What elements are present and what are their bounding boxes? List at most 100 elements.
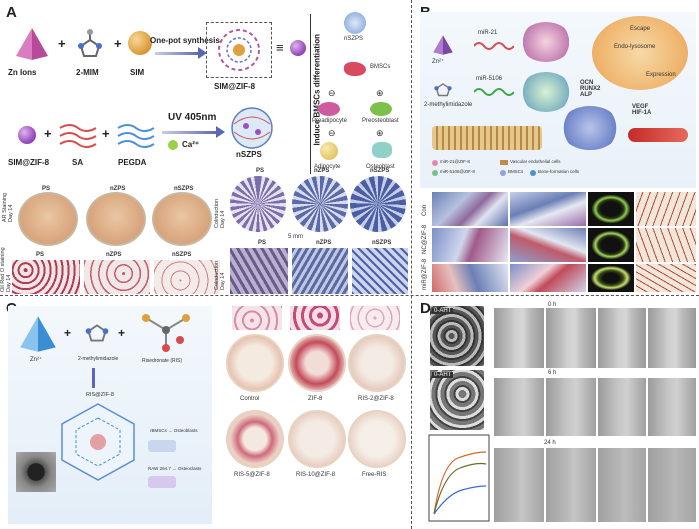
d-time-24h: 24 h — [544, 440, 556, 446]
b-mir21-label: miR-21 — [478, 30, 498, 36]
col2-image-nzps — [292, 248, 348, 294]
b-vessel-2 — [636, 228, 696, 262]
b-legend-dot-1 — [432, 160, 438, 166]
col-label-nszps: nSZPS — [370, 168, 390, 174]
d-wound-6h-3 — [598, 378, 646, 436]
mir5106-zif8-cluster — [520, 72, 572, 112]
ar-dish-nzps — [86, 192, 146, 246]
b-fluor-1 — [588, 192, 634, 226]
reagent-sa-label: SA — [72, 158, 84, 167]
c-bmsc-label: rBMSCs → Osteoblasts — [150, 428, 198, 433]
cell-uptake-blob — [592, 16, 688, 90]
d-wound-6h-4 — [648, 378, 696, 436]
d-wound-24h-1 — [494, 448, 544, 522]
d-sem-image-1 — [430, 306, 484, 366]
colnduction-label-2: Colnduction Day 14 — [214, 260, 226, 290]
bone-scaffold — [432, 126, 542, 150]
b-endo-label: Endo-lysosome — [614, 44, 656, 50]
b-legend-3: miR-5106@ZIF-8 — [440, 169, 475, 174]
oil-red-o-label: Oil Red O staining Day 14 — [0, 247, 12, 292]
c-tem-image — [16, 452, 56, 492]
col-label-nzps: nZPS — [314, 168, 330, 174]
zif8-purple-sphere-icon — [290, 40, 306, 56]
b-legend-2: Vascular endothelial cells — [510, 159, 561, 164]
b-legend-5: Bone-formation cells — [538, 169, 580, 174]
colnduction-label-1: Colnduction Day 14 — [214, 198, 226, 228]
c-mim-label: 2-methylimidazole — [78, 356, 119, 362]
b-vessel-1 — [636, 192, 696, 226]
c-well-zif8 — [288, 334, 346, 392]
c-raw-label: RAW 264.7 → Osteoclasts — [148, 466, 202, 471]
nszps-top-sphere-icon — [344, 12, 366, 34]
b-vegf-label: VEGF HIF-1A — [632, 104, 652, 116]
reagent-2mim-label: 2-MIM — [76, 68, 99, 77]
sim-zif8-sphere-icon — [18, 126, 36, 144]
c-label-ris5: RIS-5@ZIF-8 — [234, 472, 270, 478]
c-micro-control — [232, 306, 282, 330]
vascular-tube — [628, 128, 688, 142]
b-legend-dot-2 — [500, 160, 508, 165]
oil-label-ps: PS — [36, 252, 45, 258]
b-row-con: Con — [422, 204, 428, 216]
c-ris-label: Risedronate (RIS) — [142, 358, 183, 364]
b-mir5106-label: miR-5106 — [476, 76, 503, 82]
c-well-free-ris — [348, 410, 406, 468]
diff-node-adipocyte: Adipocyte — [314, 164, 341, 170]
b-histo-2-2 — [510, 228, 586, 262]
d-time-6h: 6 h — [548, 370, 557, 376]
mir21-strand-icon — [474, 42, 514, 50]
c-label-control: Control — [240, 396, 260, 402]
b-row-mir: miR@ZIF-8 — [422, 258, 428, 290]
c-risedronate-molecule-icon — [142, 314, 190, 352]
c-zif8-network-icon — [61, 403, 135, 481]
col-label-ps: PS — [256, 168, 265, 174]
c-well-ris10 — [288, 410, 346, 468]
d-wound-0h-1 — [494, 308, 544, 368]
reagent-sim-zif8-label: SIM@ZIF-8 — [8, 158, 50, 167]
b-histo-2-1 — [432, 228, 508, 262]
reagent-zn-label: Zn Ions — [8, 68, 37, 77]
one-pot-synthesis-label: One-pot synthesis — [150, 36, 220, 45]
d-sem-image-2 — [430, 370, 484, 430]
b-histo-1-2 — [510, 192, 586, 226]
b-fluor-2 — [588, 228, 634, 262]
d-wound-6h-1 — [494, 378, 544, 436]
ar-staining-label: AR Staining Day 14 — [2, 192, 14, 222]
col-image-nszps — [350, 176, 406, 232]
d-sem-label-2: 0-AHT — [432, 372, 454, 378]
b-legend-dot-5 — [530, 170, 536, 176]
b-histo-3-2 — [510, 264, 586, 292]
ar-dish-nszps — [152, 192, 212, 246]
diff-node-preadipocyte: Preadipocyte — [312, 118, 348, 124]
b-mim-label: 2-methylimidazole — [424, 102, 473, 108]
mir5106-strand-icon — [474, 88, 514, 96]
b-legend-1: miR-21@ZIF-8 — [440, 159, 470, 164]
d-sem-label-1: 0-AHT — [432, 308, 454, 314]
col2-label-nszps: nSZPS — [372, 240, 392, 246]
zn-ion-pyramid-icon — [433, 35, 453, 55]
c-well-ris2 — [348, 334, 406, 392]
preosteoblast-cell-icon — [370, 102, 392, 116]
c-cell-dish-2-icon — [148, 476, 176, 488]
panel-letter-d: D — [420, 300, 431, 317]
c-synthesis-arrow — [92, 368, 95, 388]
d-time-0h: 0 h — [548, 302, 557, 308]
c-product-label: RIS@ZIF-8 — [86, 392, 114, 398]
col2-image-nszps — [352, 248, 408, 294]
c-label-zif8: ZIF-8 — [308, 396, 323, 402]
sim-sphere-icon — [128, 31, 152, 55]
calcium-label: Ca²⁺ — [182, 140, 200, 149]
c-well-control — [226, 334, 284, 392]
d-wound-24h-2 — [546, 448, 596, 522]
calcium-dot-icon — [168, 140, 178, 150]
b-zn-label: Zn²⁺ — [432, 59, 445, 65]
ar-dish-ps — [18, 192, 78, 246]
osteoblast-cell-icon — [372, 142, 392, 158]
sa-wave-icon — [59, 124, 97, 148]
adipocyte-cell-icon — [320, 142, 338, 160]
reagent-pegda-label: PEGDA — [118, 158, 147, 167]
c-well-ris5 — [226, 410, 284, 468]
zn-ion-pyramid-icon — [16, 28, 48, 60]
b-expression-label: Expression — [646, 72, 676, 78]
b-vessel-3 — [636, 264, 696, 292]
